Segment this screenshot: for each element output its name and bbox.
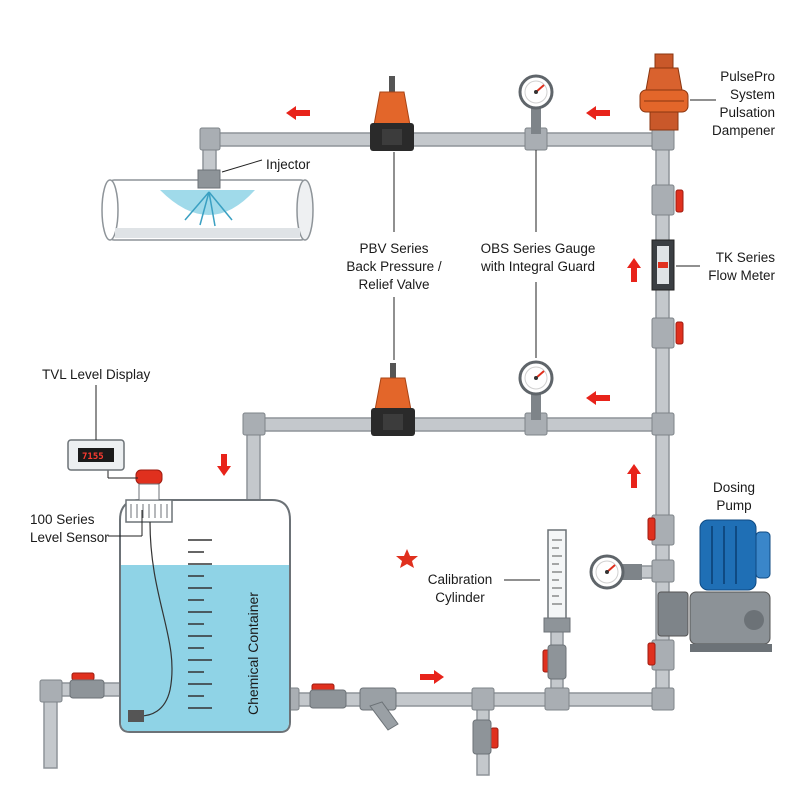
liquid-fill [121, 565, 289, 731]
y-strainer [359, 687, 399, 731]
valve-body [547, 644, 567, 680]
star-icon [396, 549, 418, 568]
elbow-fitting [651, 127, 675, 151]
injector-label: Injector [266, 157, 311, 172]
obs-gauge-pump [589, 554, 642, 590]
process-pipe [101, 169, 314, 241]
flow-arrows [217, 106, 641, 684]
valve-handle-pump-discharge [647, 517, 656, 541]
pbv-valve-top [370, 76, 414, 151]
flow-arrow-left [586, 106, 610, 120]
chemical-container: Chemical Container [119, 499, 291, 733]
pulsepro-label-line3: Pulsation [719, 105, 775, 120]
valve-bodies [69, 644, 567, 755]
tvl-label: TVL Level Display [42, 367, 151, 382]
flow-meter [651, 239, 675, 291]
tee-fitting [651, 559, 675, 583]
valve-body [69, 679, 105, 699]
tk-label-line2: Flow Meter [708, 268, 775, 283]
pbv-label-line2: Back Pressure / [346, 259, 442, 274]
display-reading: 7155 [82, 452, 104, 462]
sensor-label-line2: Level Sensor [30, 530, 109, 545]
tee-fitting [544, 687, 570, 711]
level-display: 7155 [67, 439, 125, 471]
calibration-label-line2: Cylinder [435, 590, 485, 605]
flow-arrow-down [217, 454, 231, 476]
flow-arrow-up [627, 464, 641, 488]
container-label: Chemical Container [245, 592, 261, 715]
calibration-cylinder [543, 529, 571, 633]
sensor-cable [139, 521, 173, 717]
dosing-pump [657, 519, 772, 652]
dosing-label-line1: Dosing [713, 480, 755, 495]
obs-label-line1: OBS Series Gauge [481, 241, 596, 256]
graduation-marks [188, 539, 212, 709]
pbv-valve-bottom [371, 363, 415, 436]
flow-arrow-right [420, 670, 444, 684]
obs-label-line2: with Integral Guard [480, 259, 595, 274]
obs-gauge-middle [518, 360, 554, 420]
elbow-fitting [39, 679, 63, 703]
calibration-label-line1: Calibration [428, 572, 493, 587]
sensor-probe [128, 710, 144, 722]
injector-leader [221, 159, 263, 173]
tee-fitting [651, 412, 675, 436]
tk-label-line1: TK Series [716, 250, 776, 265]
injector-body [197, 169, 221, 189]
pbv-label-line1: PBV Series [359, 241, 428, 256]
pulsepro-label-line1: PulsePro [720, 69, 775, 84]
valve-body [309, 689, 347, 709]
valve-handle-pump-suction [647, 642, 656, 666]
sensor-label-line1: 100 Series [30, 512, 95, 527]
pulsepro-label-line4: Dampener [712, 123, 776, 138]
spray-lines [184, 191, 233, 227]
pulsation-dampener [639, 53, 689, 131]
level-sensor [135, 469, 163, 501]
obs-gauge-top [518, 74, 554, 134]
valve-handle-riser-1 [675, 189, 684, 213]
flow-arrow-left [586, 391, 610, 405]
valve-body [472, 719, 492, 755]
elbow-fitting [242, 412, 266, 436]
union-fitting [651, 317, 675, 349]
valve-handle-drain [490, 727, 499, 749]
valve-handle-riser-2 [675, 321, 684, 345]
pbv-label-line3: Relief Valve [358, 277, 429, 292]
middle-pipe [249, 417, 667, 432]
elbow-fitting [199, 127, 221, 151]
elbow-fitting [651, 687, 675, 711]
union-fitting [651, 184, 675, 216]
spray-plume [160, 190, 255, 215]
flow-arrow-left [286, 106, 310, 120]
tee-fitting [471, 687, 495, 711]
pulsepro-label-line2: System [730, 87, 775, 102]
ball-valves [71, 189, 684, 749]
valve-handle-left-outlet [71, 672, 95, 681]
top-pipe [204, 132, 668, 147]
fittings [39, 127, 675, 711]
dosing-label-line2: Pump [716, 498, 751, 513]
flow-arrow-up [627, 258, 641, 282]
